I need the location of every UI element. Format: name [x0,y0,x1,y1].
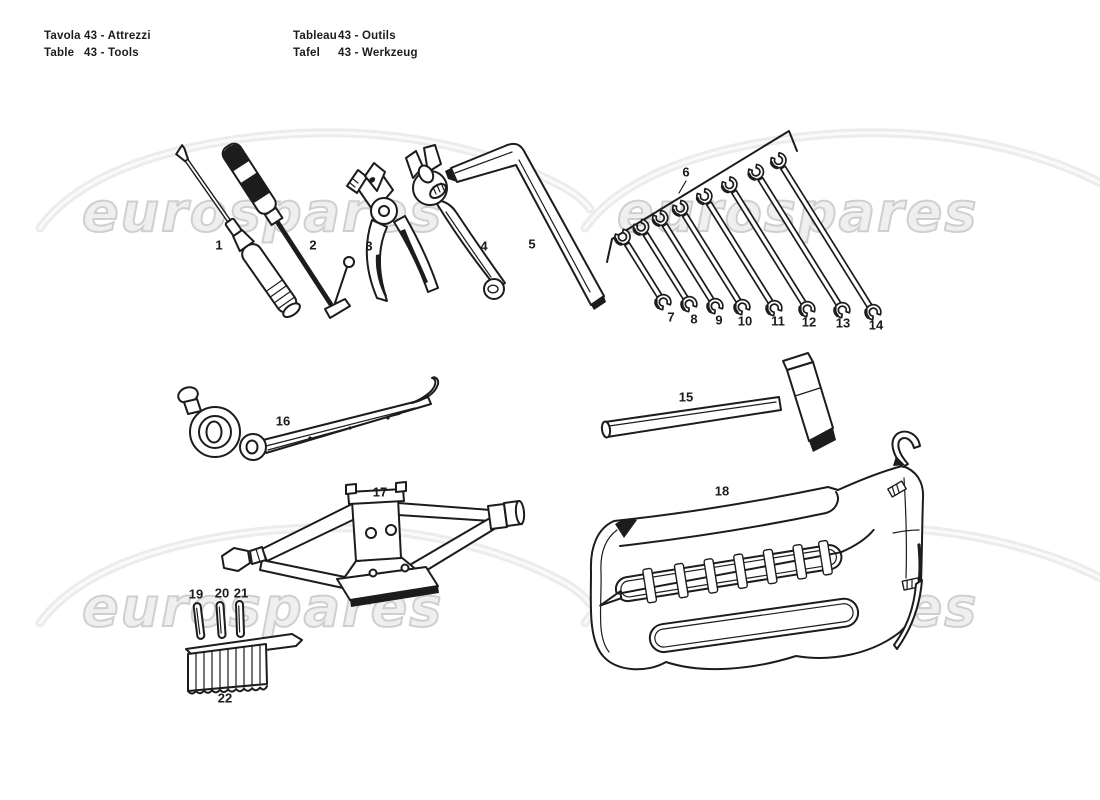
pliers-drawing [346,162,439,302]
part-label-11: 11 [771,313,785,329]
part-label-12: 12 [801,314,817,330]
wrench-13-drawing [745,161,853,321]
part-label-13: 13 [835,315,851,331]
part-label-15: 15 [678,389,694,405]
header-row: Tafel 43 - Werkzeug [293,44,418,61]
scissor-jack-drawing [221,481,526,607]
part-label-9: 9 [715,312,723,328]
part-label-21: 21 [233,585,249,601]
part-label-1: 1 [215,237,223,253]
hex-key-drawing [445,142,606,310]
lever-tool-drawing [177,376,440,461]
header-table-entry: 43 - Attrezzi [84,29,151,42]
drift-pins-drawing [192,600,246,640]
wrench-set-bracket [606,130,798,263]
part-label-2: 2 [309,237,317,253]
part-label-14: 14 [868,317,884,333]
screwdriver-flat-drawing [175,144,301,319]
part-label-16: 16 [275,413,291,429]
tool-bag-drawing [589,430,925,671]
wrench-11-drawing [693,186,785,319]
part-label-19: 19 [188,586,204,602]
header-table-entry: 43 - Werkzeug [338,46,418,59]
header-language-label: Table [44,46,75,59]
header-language-label: Tableau [293,29,338,42]
screwdriver-long-drawing [221,142,355,319]
part-label-8: 8 [690,311,698,327]
table-header-right: Tableau 43 - Outils Tafel 43 - Werkzeug [293,27,418,61]
part-label-5: 5 [528,236,536,252]
wrench-set-drawing [612,150,884,323]
header-row: Tavola 43 - Attrezzi [44,27,151,44]
wrench-7-drawing [612,226,674,313]
part-label-18: 18 [714,483,730,499]
tool-roll-drawing [185,633,303,695]
table-header-left: Tavola 43 - Attrezzi Table 43 - Tools [44,27,151,61]
header-table-entry: 43 - Tools [84,46,139,59]
part-label-17: 17 [372,484,388,500]
part-label-7: 7 [667,309,675,325]
wrench-14-drawing [768,150,884,323]
wrench-10-drawing [669,197,753,318]
wrench-9-drawing [649,208,726,317]
wrench-8-drawing [630,217,700,315]
header-row: Table 43 - Tools [44,44,151,61]
part-label-6: 6 [682,164,690,180]
part-label-10: 10 [737,313,753,329]
part-label-22: 22 [217,690,233,706]
part-label-20: 20 [214,585,230,601]
header-row: Tableau 43 - Outils [293,27,418,44]
header-language-label: Tavola [44,29,81,42]
header-table-entry: 43 - Outils [338,29,396,42]
part-label-4: 4 [480,238,488,254]
wrench-12-drawing [719,174,818,320]
header-language-label: Tafel [293,46,320,59]
part-label-3: 3 [365,238,373,254]
hammer-drawing [600,352,836,452]
wrench-drawing [405,144,506,300]
